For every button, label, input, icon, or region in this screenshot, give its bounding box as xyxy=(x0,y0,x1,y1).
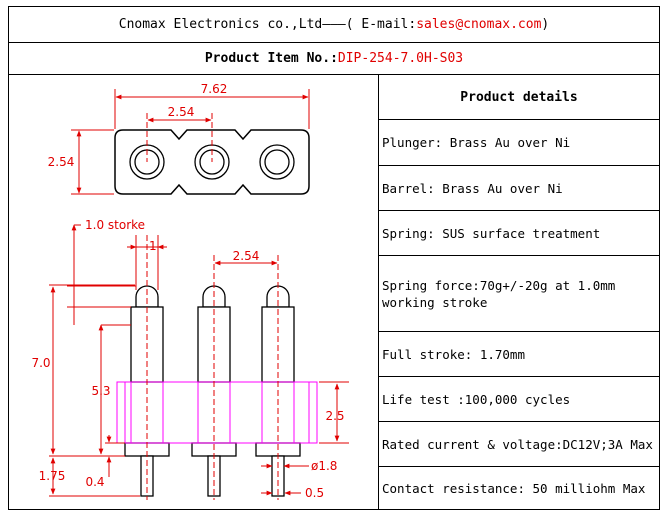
dim-tail-width: 0.5 xyxy=(305,486,324,500)
dim-tail-diameter: ø1.8 xyxy=(311,459,337,473)
dim-width-total: 7.62 xyxy=(201,82,228,96)
dim-pitch-top: 2.54 xyxy=(168,105,195,119)
side-view: 1.0 storke 1 2.54 7.0 5.3 2.5 1.75 0.4 ø… xyxy=(31,218,349,500)
spec-plunger: Plunger: Brass Au over Ni xyxy=(379,120,659,166)
top-hole-3 xyxy=(259,144,295,180)
dim-head-width: 1 xyxy=(149,239,157,253)
email-suffix: ) xyxy=(541,17,550,32)
product-item-label: Product Item No.: xyxy=(204,51,338,66)
spec-barrel: Barrel: Brass Au over Ni xyxy=(379,166,659,211)
dim-total-height: 7.0 xyxy=(31,356,50,370)
insulator-body xyxy=(116,381,318,444)
dim-flange: 0.4 xyxy=(85,475,104,489)
header-separator: ——— xyxy=(322,17,346,32)
spec-rated-current: Rated current & voltage:DC12V;3A Max xyxy=(379,422,659,467)
spec-spring-force: Spring force:70g+/-20g at 1.0mm working … xyxy=(379,256,659,332)
dim-body-height: 5.3 xyxy=(91,384,110,398)
datasheet: Cnomax Electronics co.,Ltd ——— ( E-mail:… xyxy=(8,6,660,510)
company-name: Cnomax Electronics co.,Ltd xyxy=(118,17,323,32)
dim-insulator-height: 2.5 xyxy=(325,409,344,423)
company-header: Cnomax Electronics co.,Ltd ——— ( E-mail:… xyxy=(9,7,659,43)
product-header: Product Item No.: DIP-254-7.0H-S03 xyxy=(9,43,659,75)
top-pin-3 xyxy=(264,149,290,175)
product-item-number: DIP-254-7.0H-S03 xyxy=(337,51,464,66)
email-link[interactable]: sales@cnomax.com xyxy=(416,17,542,32)
spec-contact-resistance: Contact resistance: 50 milliohm Max xyxy=(382,480,646,496)
spec-life-test: Life test :100,000 cycles xyxy=(379,377,659,422)
drawing-svg: 7.62 2.54 2.54 xyxy=(31,82,349,500)
top-view: 7.62 2.54 2.54 xyxy=(48,82,310,195)
email-prefix: ( E-mail: xyxy=(345,17,417,32)
spec-full-stroke: Full stroke: 1.70mm xyxy=(379,332,659,377)
dim-height-top: 2.54 xyxy=(48,155,75,169)
spec-spring: Spring: SUS surface treatment xyxy=(379,211,659,256)
pin-1 xyxy=(124,285,170,497)
details-title: Product details xyxy=(379,75,659,120)
product-details-table: Product details Plunger: Brass Au over N… xyxy=(379,75,659,509)
technical-drawing: 7.62 2.54 2.54 xyxy=(9,75,379,509)
dim-tail-length: 1.75 xyxy=(39,469,66,483)
dim-stroke: 1.0 storke xyxy=(85,218,145,232)
dim-pitch-side: 2.54 xyxy=(233,249,260,263)
